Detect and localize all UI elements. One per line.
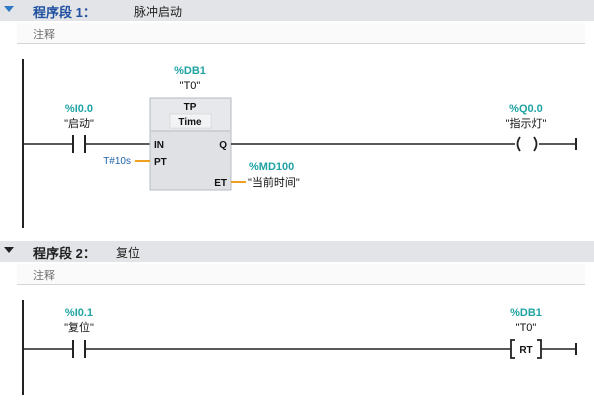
reset-instruction: RT [519,345,532,356]
contact-1-symbol: "启动" [64,117,94,130]
pin-q-label: Q [219,140,227,151]
network-2-comment[interactable]: 注释 [17,264,585,285]
et-symbol[interactable]: "当前时间" [248,175,300,189]
pin-pt-label: PT [154,157,167,168]
pt-value[interactable]: T#10s [103,156,131,167]
network-1-header[interactable]: 程序段 1： 脉冲启动 [0,0,594,21]
normally-open-contact-1[interactable] [66,130,94,158]
contact-2-address: %I0.1 [65,307,93,319]
timer-instance-address: %DB1 [174,65,206,77]
pin-in-label: IN [154,140,164,151]
network-1-title: 程序段 1： [33,5,96,20]
network-2-header[interactable]: 程序段 2： 复位 [0,241,594,262]
network-2-title: 程序段 2： [33,246,96,261]
contact-2-symbol: "复位" [64,320,94,334]
reset-coil-symbol: "T0" [516,322,537,334]
network-1-description[interactable]: 脉冲启动 [134,5,183,19]
et-address[interactable]: %MD100 [249,161,294,173]
collapse-arrow-icon[interactable] [4,247,14,253]
pin-et-label: ET [214,178,227,189]
tp-timer-block[interactable] [149,97,232,191]
network-2-comment-placeholder: 注释 [33,270,55,282]
collapse-arrow-icon[interactable] [4,6,14,12]
timer-instance-symbol: "T0" [180,80,201,92]
output-coil-1[interactable] [512,132,542,156]
coil-1-address: %Q0.0 [509,103,543,115]
network-1-comment-placeholder: 注释 [33,29,55,41]
reset-coil-address: %DB1 [510,307,542,319]
network-2-description[interactable]: 复位 [116,246,141,260]
timer-type: TP [184,102,197,113]
normally-open-contact-2[interactable] [66,336,94,364]
timer-data-type[interactable]: Time [178,117,202,128]
contact-1-address: %I0.0 [65,103,93,115]
network-1-comment[interactable]: 注释 [17,23,585,44]
coil-1-symbol: "指示灯" [506,116,547,130]
